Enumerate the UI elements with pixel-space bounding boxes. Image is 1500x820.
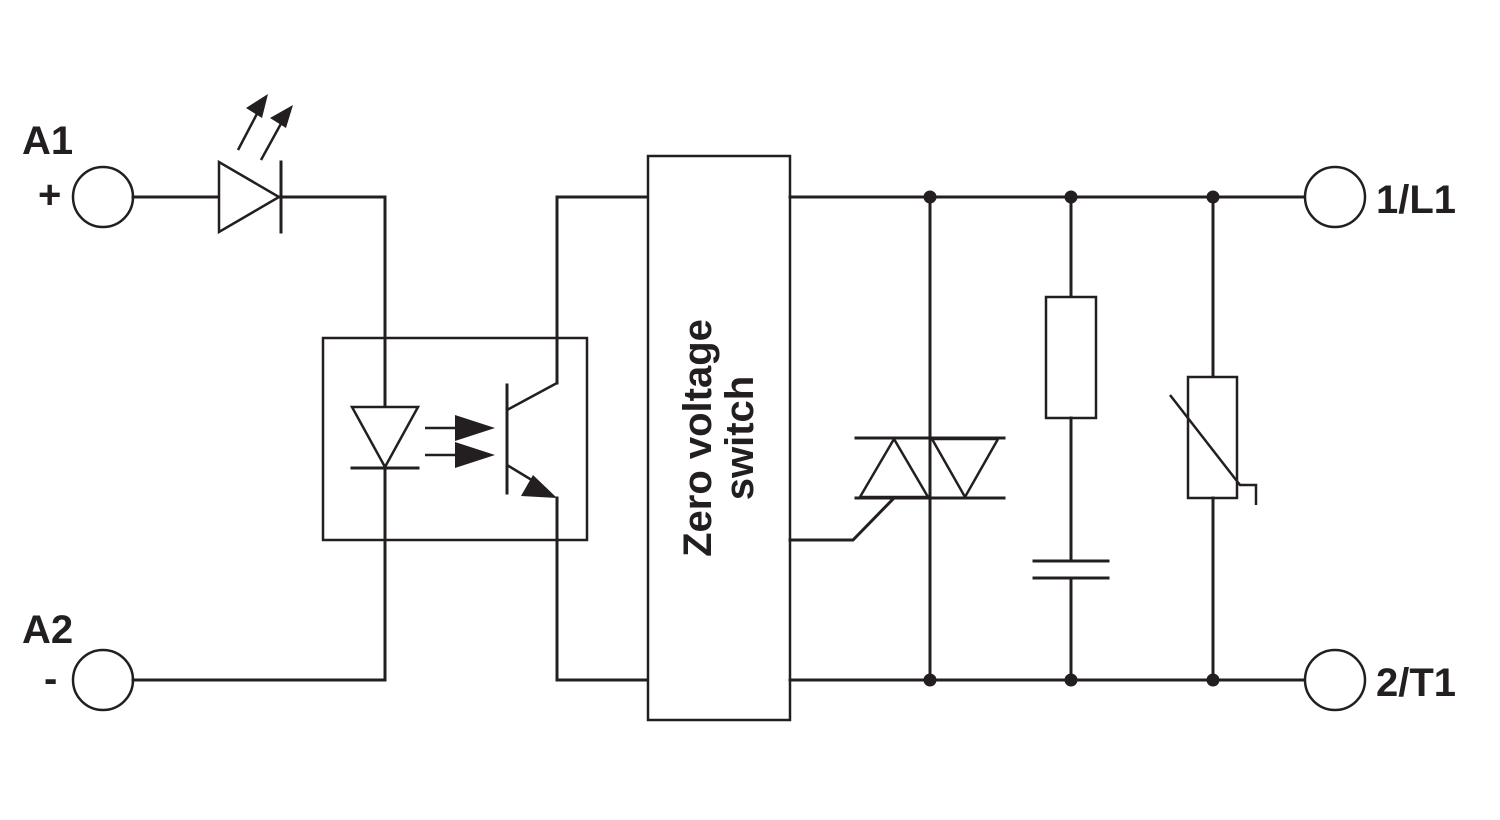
zero-switch-label-line2: switch bbox=[718, 376, 762, 500]
terminal-a2-label: A2 bbox=[22, 608, 73, 652]
zero-voltage-switch bbox=[646, 154, 792, 722]
terminal-t1-label: 2/T1 bbox=[1376, 661, 1456, 705]
terminal-a1-sign: + bbox=[38, 173, 61, 217]
terminal-a2[interactable] bbox=[71, 648, 135, 712]
input-wire-top bbox=[131, 195, 387, 340]
terminal-l1-label: 1/L1 bbox=[1376, 178, 1456, 222]
zero-switch-label-line1: Zero voltage bbox=[676, 319, 720, 557]
capacitor-icon bbox=[1032, 559, 1110, 682]
varistor-icon bbox=[1169, 195, 1258, 682]
terminal-a1[interactable] bbox=[71, 165, 135, 229]
input-wire-bottom bbox=[131, 538, 387, 682]
terminal-l1[interactable] bbox=[1303, 165, 1367, 229]
optocoupler-icon bbox=[321, 336, 589, 542]
status-led-icon bbox=[217, 94, 293, 235]
resistor-icon bbox=[1044, 195, 1098, 562]
triac-icon bbox=[788, 195, 1006, 682]
transistor-emitter-wire bbox=[555, 496, 650, 682]
terminal-a2-sign: - bbox=[44, 657, 57, 701]
terminal-t1[interactable] bbox=[1303, 648, 1367, 712]
terminal-a1-label: A1 bbox=[22, 119, 73, 163]
transistor-collector-wire bbox=[555, 195, 650, 385]
